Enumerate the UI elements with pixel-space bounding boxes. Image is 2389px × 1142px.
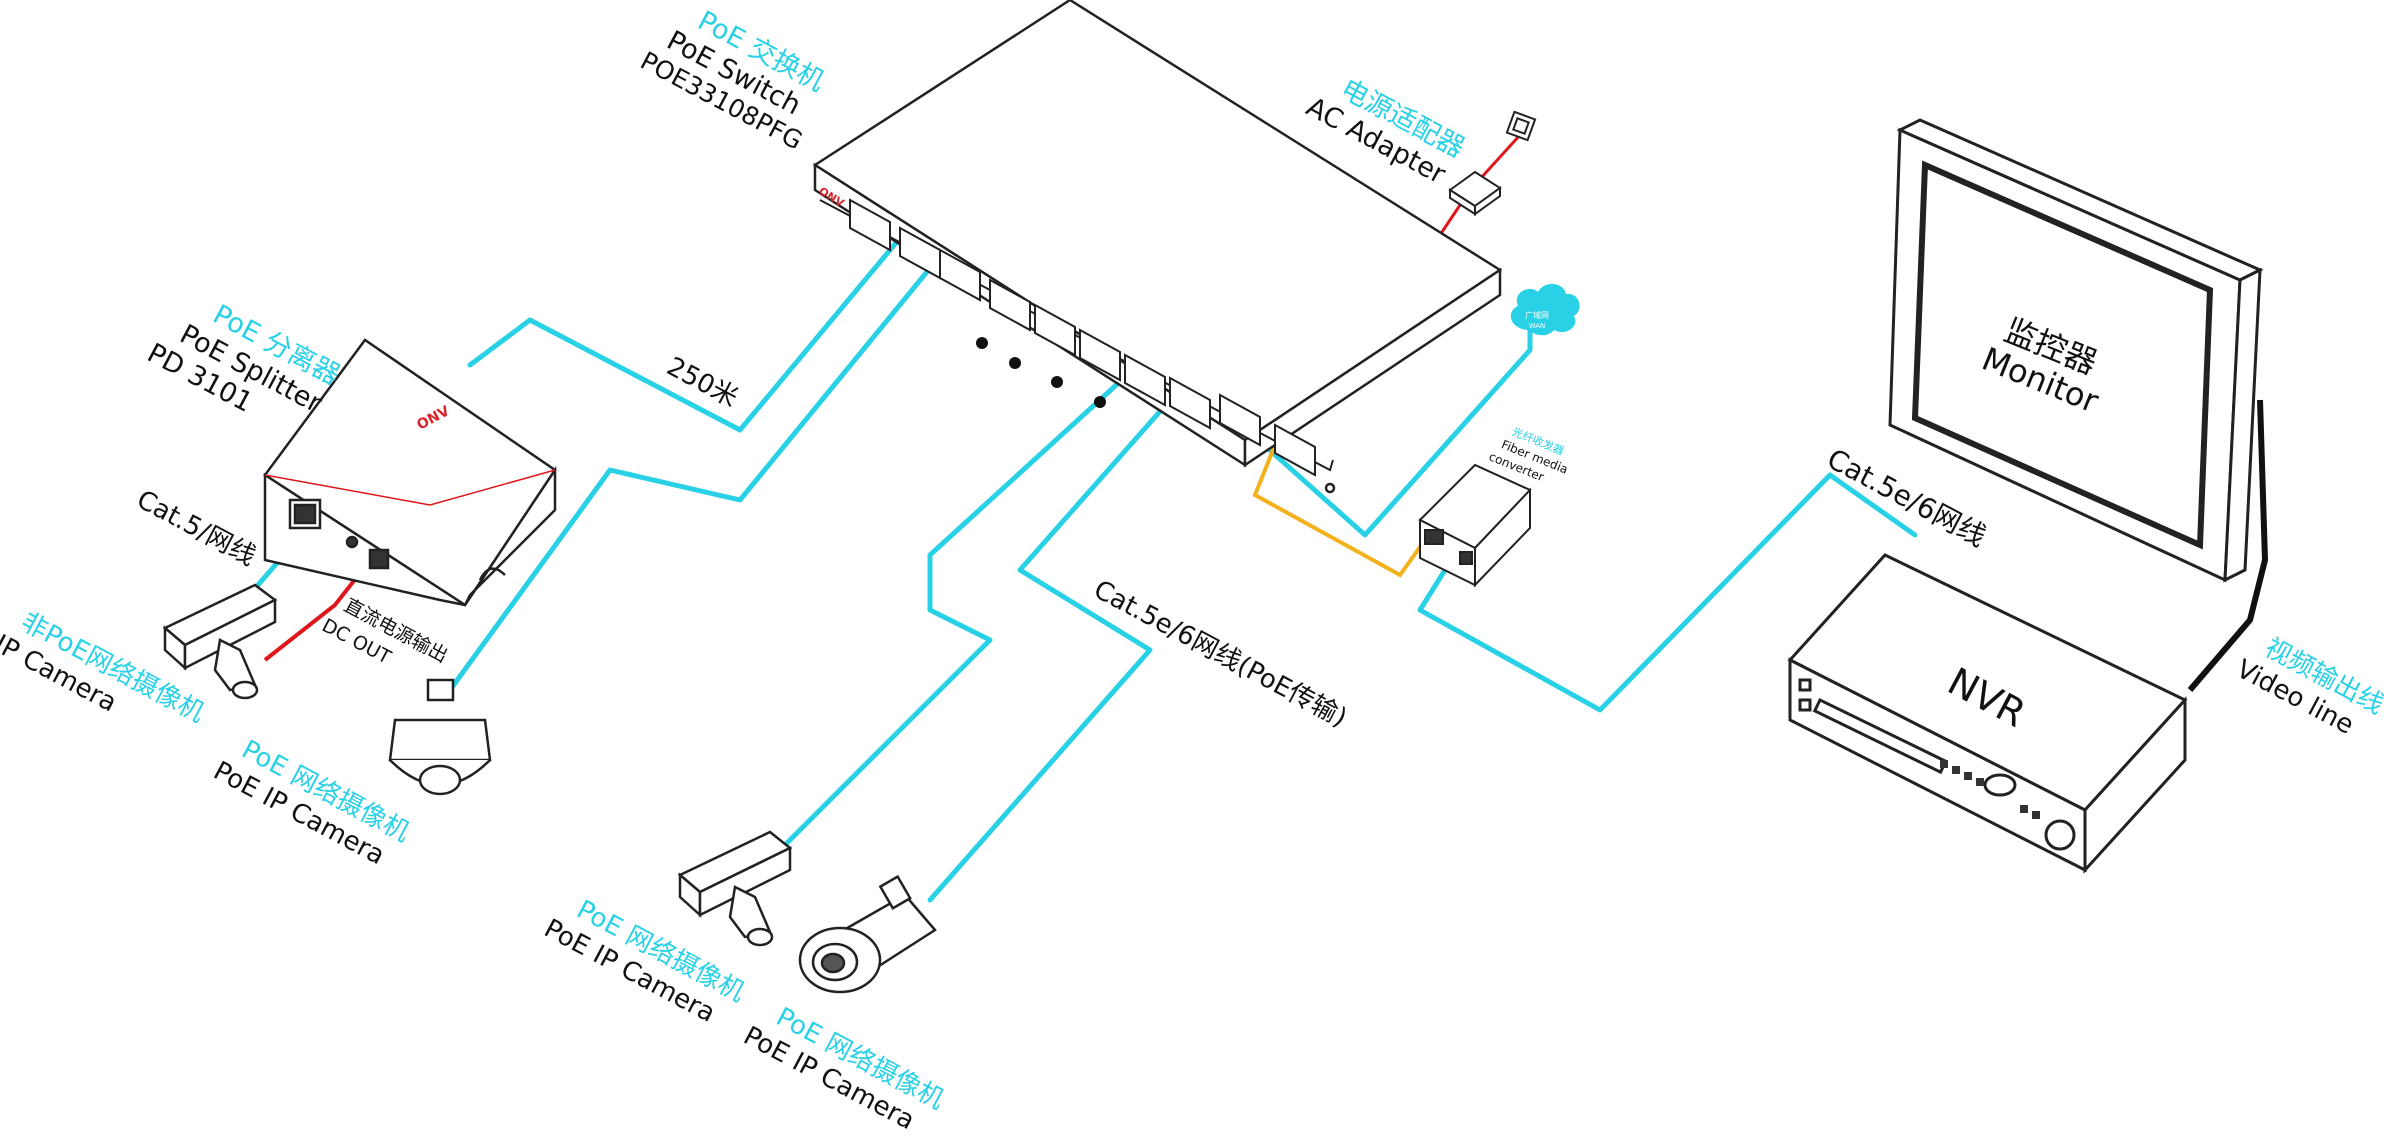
non-poe-camera-icon	[162, 583, 278, 700]
cable-switch-bullet-camera	[927, 397, 1173, 903]
ellipsis-dots	[976, 337, 1106, 408]
poe-switch: ONV	[812, 0, 1503, 494]
cable-fiber-nvr	[1417, 472, 1918, 713]
ethernet-cables	[242, 235, 1918, 903]
fiber-media-converter	[1418, 463, 1532, 588]
wan-label-en: WAN	[1529, 322, 1546, 330]
fiber-cable	[1252, 444, 1427, 578]
poe-splitter: ONV	[263, 338, 557, 607]
dome-camera-icon	[388, 678, 492, 796]
poe-camera-1-label: PoE 网络摄像机 PoE IP Camera	[208, 735, 414, 871]
dc-out-label: 直流电源输出 DC OUT	[318, 594, 451, 669]
switch-label: PoE 交换机 PoE Switch POE33108PFG	[636, 5, 830, 155]
cable-switch-wan	[1242, 327, 1533, 538]
cat5e-poe-label: Cat.5e/6网线(PoE传输)	[1089, 575, 1352, 734]
cable-switch-splitter	[467, 235, 903, 433]
video-line-cable	[2187, 399, 2269, 692]
nvr-recorder	[1787, 553, 2188, 874]
ac-adapter	[1448, 110, 1537, 216]
cat5-label: Cat.5/网线	[132, 485, 261, 572]
distance-label: 250米	[662, 352, 743, 414]
cable-switch-dome-camera	[447, 259, 938, 693]
box-camera-icon	[677, 830, 793, 947]
poe-camera-2-label: PoE 网络摄像机 PoE IP Camera	[539, 895, 749, 1029]
wan-label-cn: 广域网	[1525, 310, 1549, 320]
bullet-camera-icon	[798, 874, 937, 994]
cable-switch-box-camera	[767, 374, 1128, 863]
wan-cloud-icon: 广域网 WAN	[1510, 283, 1580, 336]
video-line-label: 视频输出线 Video line	[2231, 633, 2388, 741]
monitor-display	[1888, 118, 2264, 583]
switch-ports	[849, 198, 1316, 477]
poe-camera-3-label: PoE 网络摄像机 PoE IP Camera	[738, 1002, 948, 1136]
